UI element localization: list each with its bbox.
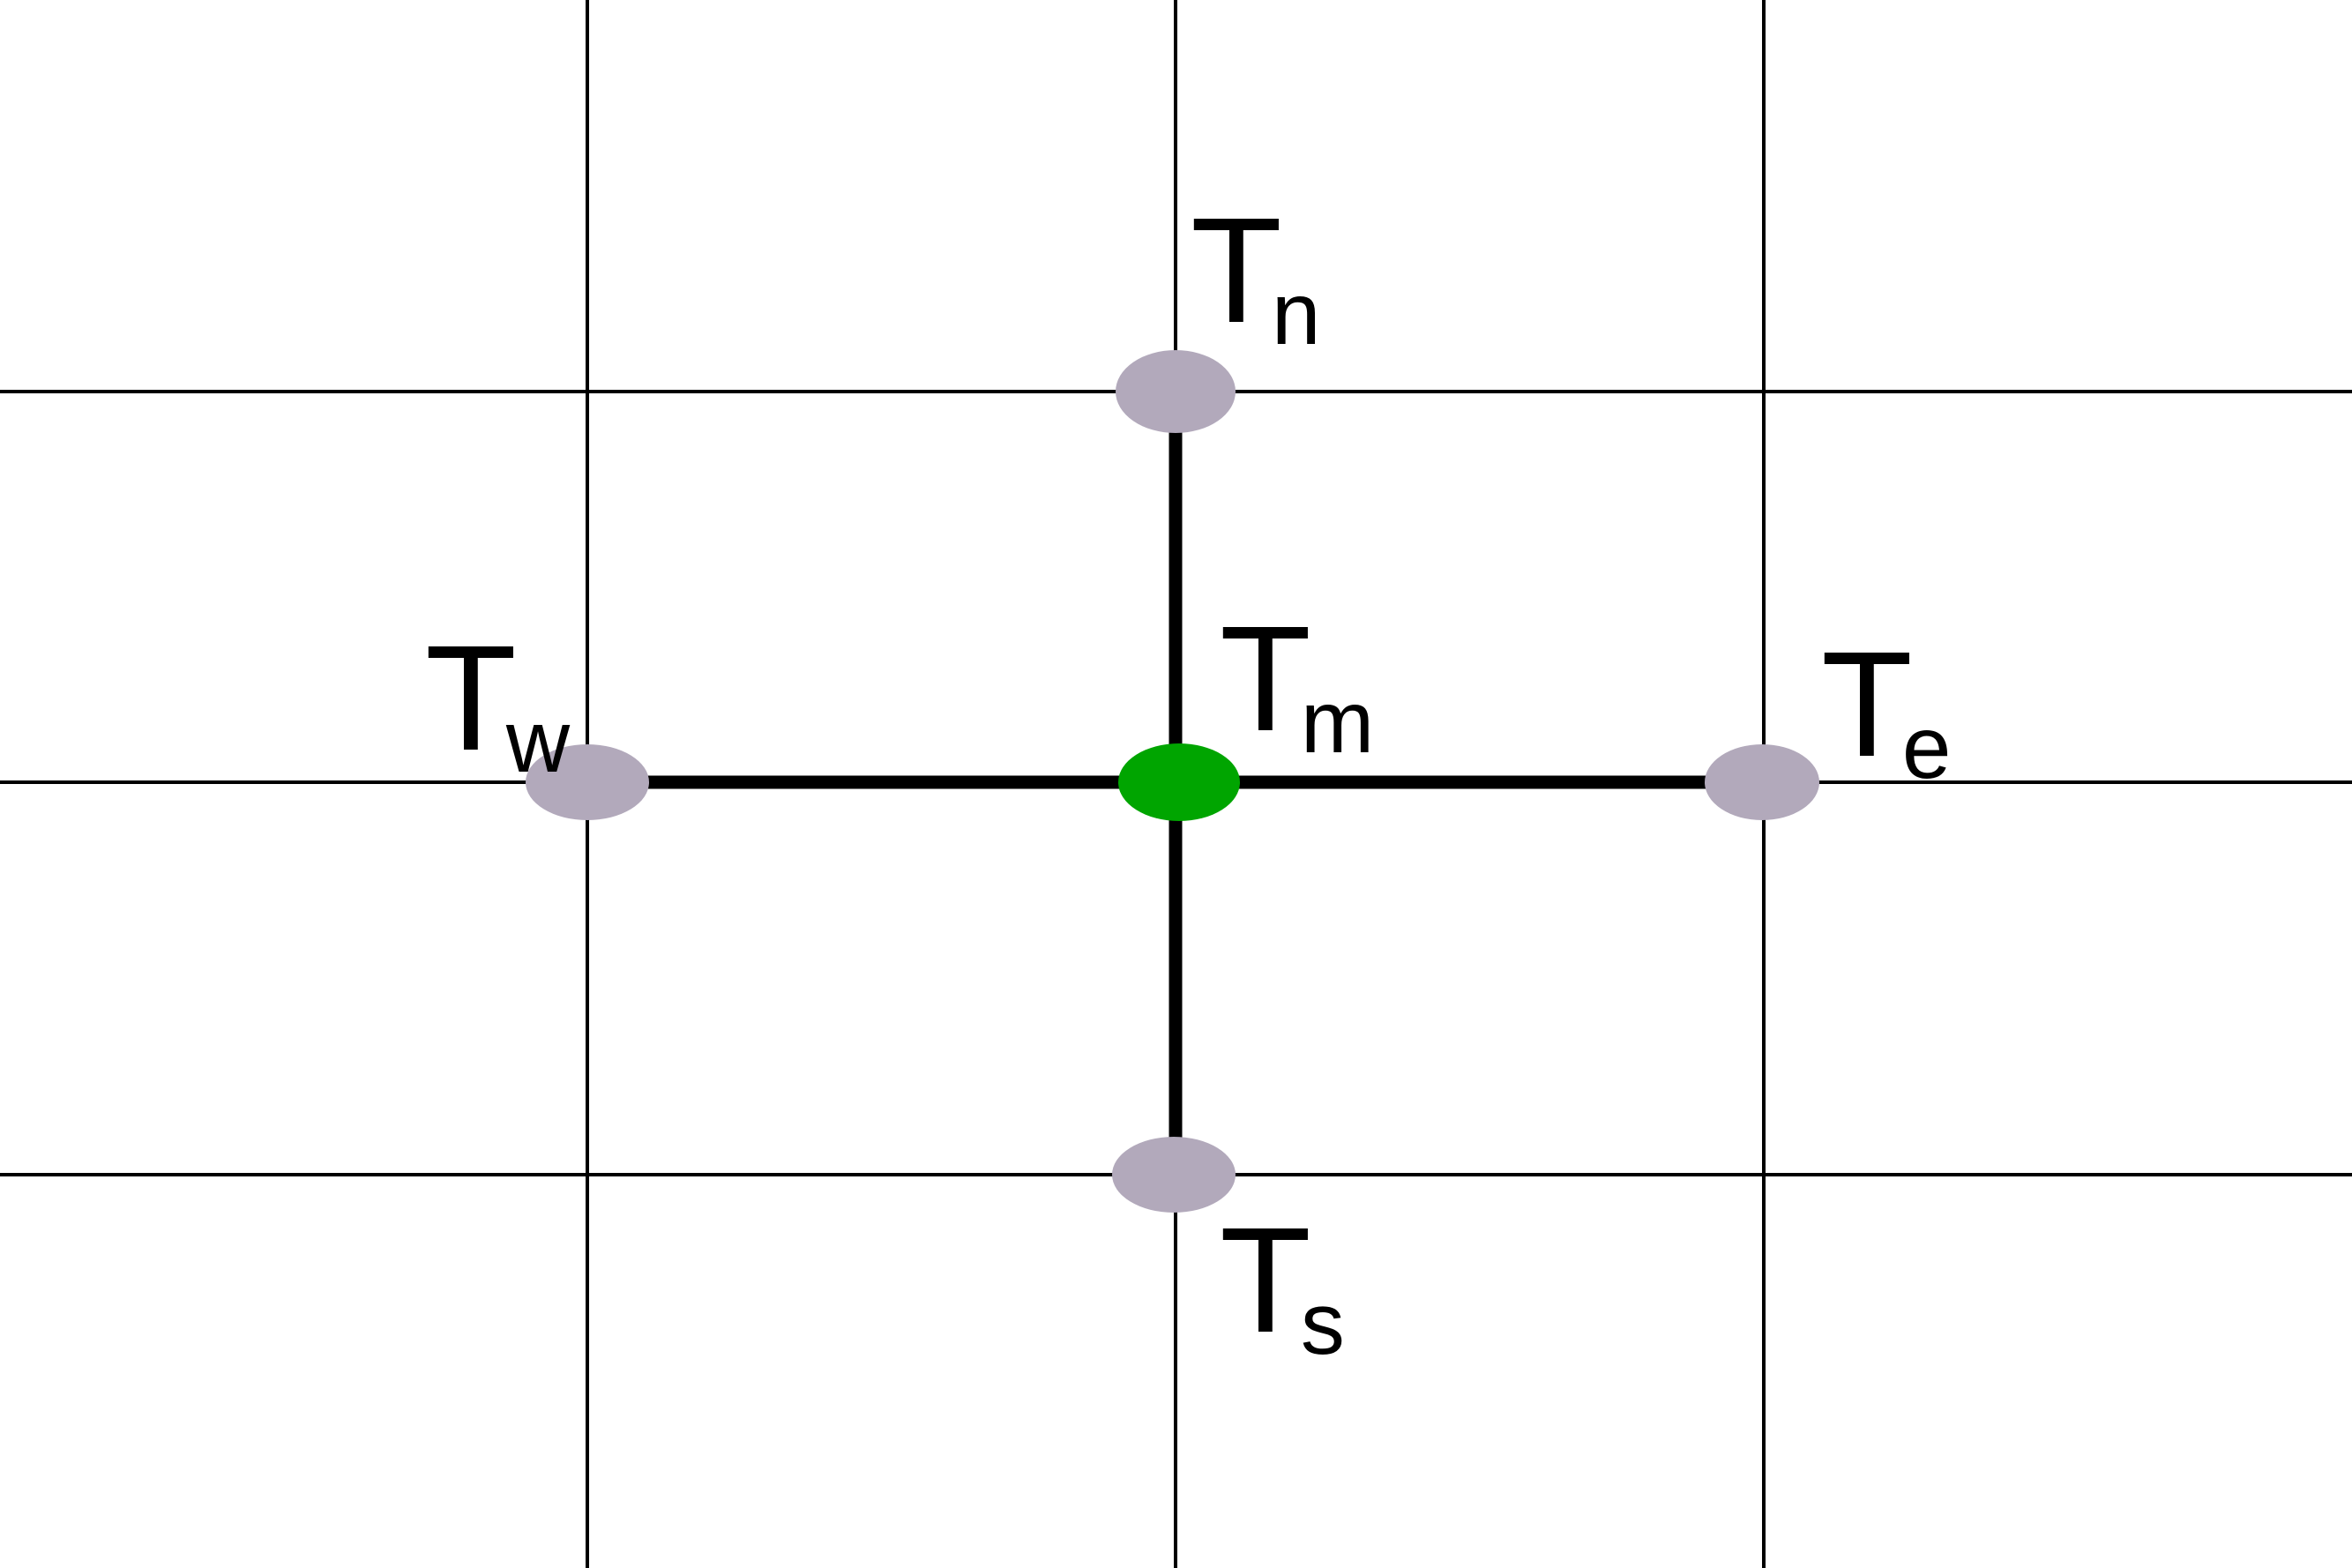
node-center <box>1118 743 1240 821</box>
label-west: Tw <box>425 615 571 791</box>
label-north-base: T <box>1191 187 1282 355</box>
label-west-base: T <box>425 615 517 782</box>
stencil-arms <box>587 392 1764 1175</box>
label-east-base: T <box>1821 621 1913 788</box>
label-west-sub: w <box>505 692 571 791</box>
node-north <box>1116 350 1236 433</box>
label-center-base: T <box>1220 595 1311 763</box>
label-center-sub: m <box>1301 673 1374 772</box>
label-north-sub: n <box>1272 265 1321 363</box>
node-east <box>1705 744 1819 820</box>
node-south <box>1112 1137 1236 1213</box>
label-east: Te <box>1821 621 1951 797</box>
label-north: Tn <box>1191 187 1320 363</box>
label-south: Ts <box>1220 1197 1345 1373</box>
label-east-sub: e <box>1902 698 1952 797</box>
label-center: Tm <box>1220 595 1374 772</box>
label-south-base: T <box>1220 1197 1311 1364</box>
label-south-sub: s <box>1301 1274 1345 1373</box>
node-west <box>526 744 649 820</box>
